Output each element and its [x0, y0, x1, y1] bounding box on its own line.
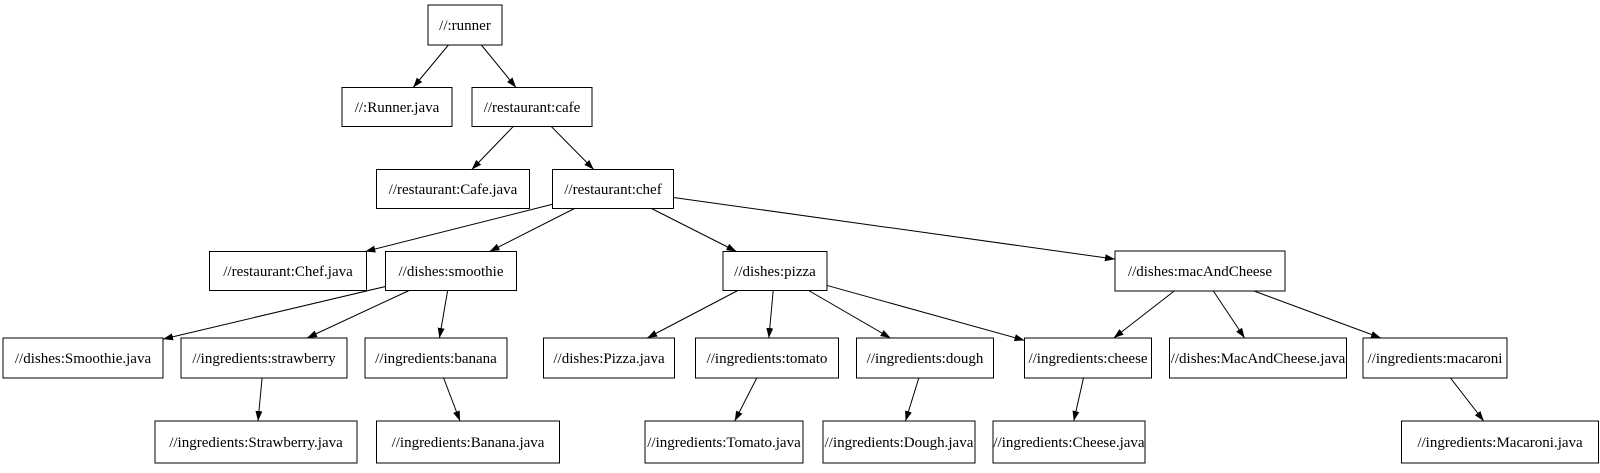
nodes-layer: //:runner //:Runner.java //restaurant:cafe…	[2, 4, 1599, 464]
node-box-chef	[552, 169, 674, 209]
edge-macandcheese-to-macaroni	[1253, 290, 1382, 339]
node-pizza: //dishes:pizza	[722, 251, 828, 291]
node-label-cafe: //restaurant:cafe	[484, 100, 581, 116]
node-box-macaroni	[1362, 337, 1508, 379]
node-label-banana_java: //ingredients:Banana.java	[392, 435, 545, 451]
node-box-cafe	[471, 87, 593, 127]
node-label-smoothie_java: //dishes:Smoothie.java	[15, 351, 152, 367]
node-label-macaroni_java: //ingredients:Macaroni.java	[1417, 435, 1583, 451]
node-label-pizza_java: //dishes:Pizza.java	[553, 351, 665, 367]
node-label-smoothie: //dishes:smoothie	[399, 264, 504, 280]
node-box-strawberry_java	[154, 420, 358, 464]
node-box-tomato	[695, 337, 839, 379]
node-label-macandcheese_java: //dishes:MacAndCheese.java	[1171, 351, 1346, 367]
edge-macandcheese-to-cheese	[1113, 290, 1175, 339]
node-smoothie_java: //dishes:Smoothie.java	[2, 337, 164, 379]
node-box-dough	[856, 337, 994, 379]
edge-cafe-to-chef	[550, 126, 595, 170]
edge-pizza-to-cheese	[826, 284, 1025, 342]
edge-runner-to-runner_java	[412, 44, 449, 88]
node-label-banana: //ingredients:banana	[375, 351, 497, 367]
edge-banana-to-banana_java	[443, 377, 461, 422]
edge-macandcheese-to-macandcheese_java	[1212, 290, 1246, 339]
node-chef: //restaurant:chef	[552, 169, 674, 209]
node-label-tomato: //ingredients:tomato	[707, 351, 828, 367]
node-strawberry: //ingredients:strawberry	[180, 337, 348, 379]
node-box-pizza	[722, 251, 828, 291]
node-box-macandcheese_java	[1169, 337, 1347, 379]
node-tomato_java: //ingredients:Tomato.java	[644, 420, 804, 464]
edge-pizza-to-dough	[808, 290, 891, 339]
node-runner: //:runner	[427, 4, 503, 46]
node-box-macandcheese	[1114, 250, 1286, 292]
node-macandcheese: //dishes:macAndCheese	[1114, 250, 1286, 292]
node-label-cheese: //ingredients:cheese	[1028, 351, 1147, 367]
edge-pizza-to-tomato	[766, 290, 774, 339]
node-label-macaroni: //ingredients:macaroni	[1368, 351, 1503, 367]
node-banana: //ingredients:banana	[364, 337, 508, 379]
node-tomato: //ingredients:tomato	[695, 337, 839, 379]
node-label-strawberry_java: //ingredients:Strawberry.java	[169, 435, 343, 451]
node-runner_java: //:Runner.java	[341, 87, 453, 127]
node-label-runner_java: //:Runner.java	[355, 100, 440, 116]
edge-runner-to-cafe	[480, 44, 517, 88]
node-macandcheese_java: //dishes:MacAndCheese.java	[1169, 337, 1347, 379]
node-macaroni: //ingredients:macaroni	[1362, 337, 1508, 379]
node-box-macaroni_java	[1401, 420, 1599, 464]
edge-smoothie-to-smoothie_java	[162, 285, 386, 341]
node-dough_java: //ingredients:Dough.java	[822, 420, 976, 464]
edge-chef-to-pizza	[651, 208, 737, 252]
edge-cafe-to-cafe_java	[471, 126, 514, 170]
node-banana_java: //ingredients:Banana.java	[376, 420, 560, 464]
node-label-strawberry: //ingredients:strawberry	[192, 351, 336, 367]
node-cafe_java: //restaurant:Cafe.java	[376, 169, 530, 209]
node-label-macandcheese: //dishes:macAndCheese	[1128, 264, 1272, 280]
node-box-runner	[427, 4, 503, 46]
node-pizza_java: //dishes:Pizza.java	[543, 337, 675, 379]
node-chef_java: //restaurant:Chef.java	[209, 251, 367, 291]
edge-chef-to-smoothie	[489, 208, 575, 252]
node-box-chef_java	[209, 251, 367, 291]
edge-chef-to-chef_java	[365, 203, 553, 253]
node-dough: //ingredients:dough	[856, 337, 994, 379]
node-box-smoothie_java	[2, 337, 164, 379]
node-box-banana_java	[376, 420, 560, 464]
edge-smoothie-to-banana	[437, 290, 449, 339]
node-box-pizza_java	[543, 337, 675, 379]
node-label-cafe_java: //restaurant:Cafe.java	[389, 182, 518, 198]
edge-dough-to-dough_java	[905, 377, 920, 422]
node-box-tomato_java	[644, 420, 804, 464]
node-label-runner: //:runner	[439, 18, 491, 34]
node-box-dough_java	[822, 420, 976, 464]
edge-chef-to-macandcheese	[673, 196, 1116, 262]
node-smoothie: //dishes:smoothie	[385, 251, 517, 291]
edge-smoothie-to-strawberry	[306, 290, 410, 339]
node-box-cheese_java	[992, 420, 1146, 464]
node-label-dough: //ingredients:dough	[867, 351, 984, 367]
node-label-chef: //restaurant:chef	[564, 182, 661, 198]
node-label-tomato_java: //ingredients:Tomato.java	[647, 435, 801, 451]
node-box-cheese	[1024, 337, 1152, 379]
node-box-runner_java	[341, 87, 453, 127]
node-label-cheese_java: //ingredients:Cheese.java	[993, 435, 1145, 451]
node-box-banana	[364, 337, 508, 379]
node-label-chef_java: //restaurant:Chef.java	[223, 264, 353, 280]
edge-pizza-to-pizza_java	[646, 290, 739, 339]
edge-strawberry-to-strawberry_java	[255, 377, 263, 422]
node-box-strawberry	[180, 337, 348, 379]
node-box-cafe_java	[376, 169, 530, 209]
node-cheese: //ingredients:cheese	[1024, 337, 1152, 379]
edges-layer	[162, 44, 1485, 422]
node-box-smoothie	[385, 251, 517, 291]
node-cafe: //restaurant:cafe	[471, 87, 593, 127]
edge-macaroni-to-macaroni_java	[1450, 377, 1485, 422]
node-macaroni_java: //ingredients:Macaroni.java	[1401, 420, 1599, 464]
node-label-dough_java: //ingredients:Dough.java	[825, 435, 974, 451]
node-label-pizza: //dishes:pizza	[734, 264, 816, 280]
edge-cheese-to-cheese_java	[1072, 377, 1084, 422]
node-cheese_java: //ingredients:Cheese.java	[992, 420, 1146, 464]
node-strawberry_java: //ingredients:Strawberry.java	[154, 420, 358, 464]
edge-tomato-to-tomato_java	[734, 377, 758, 422]
